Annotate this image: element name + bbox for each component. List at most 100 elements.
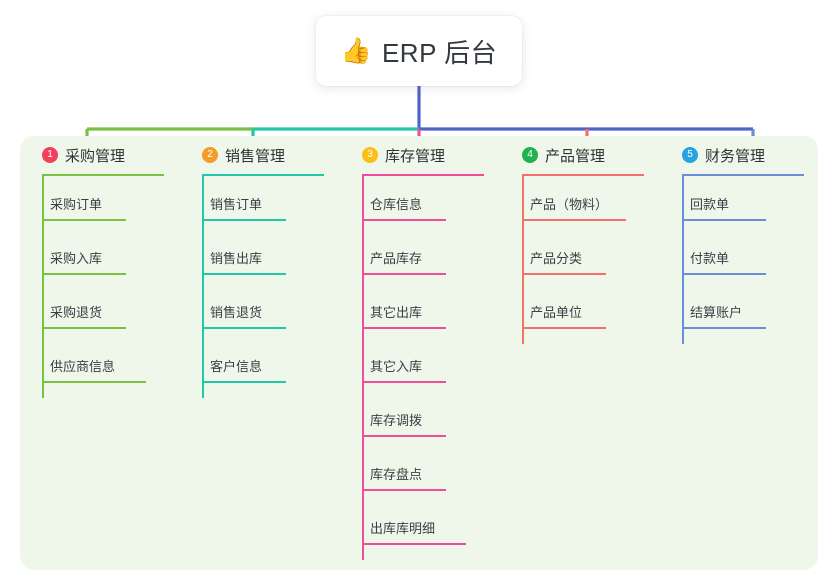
branch-item-label: 付款单 [690, 251, 730, 266]
branch-item-rule [362, 219, 446, 221]
branch-item-list: 仓库信息产品库存其它出库其它入库库存调拨库存盘点出库库明细 [340, 174, 500, 552]
branch-item-rule [202, 381, 286, 383]
branch-item[interactable]: 产品单位 [500, 282, 660, 336]
branch-item-label: 供应商信息 [50, 359, 116, 374]
branch-number-badge-3: 3 [362, 147, 378, 163]
branch-item-rule [522, 327, 606, 329]
branch-item-label: 产品分类 [530, 251, 583, 266]
branch-item-rule [682, 273, 766, 275]
branches-panel [20, 136, 818, 570]
branch-item-rule [362, 489, 446, 491]
branch-spine-line [362, 174, 364, 560]
branch-item[interactable]: 回款单 [660, 174, 820, 228]
branch-item-rule [42, 327, 126, 329]
branch-header-label: 销售管理 [225, 147, 286, 165]
branch-number-badge-5: 5 [682, 147, 698, 163]
branch-header-3[interactable]: 3 库存管理 [340, 136, 500, 174]
branch-item-rule [42, 381, 146, 383]
branch-header-label: 采购管理 [65, 147, 126, 165]
branch-column-5: 5 财务管理回款单付款单结算账户 [660, 136, 820, 570]
branch-item-label: 客户信息 [210, 359, 263, 374]
branch-item-label: 销售订单 [210, 197, 263, 212]
branch-item[interactable]: 仓库信息 [340, 174, 500, 228]
branch-item-label: 产品单位 [530, 305, 583, 320]
branch-item-label: 产品库存 [370, 251, 423, 266]
branch-item-label: 结算账户 [690, 305, 743, 320]
branch-item[interactable]: 出库库明细 [340, 498, 500, 552]
branch-header-1[interactable]: 1 采购管理 [20, 136, 180, 174]
branch-item-list: 销售订单销售出库销售退货客户信息 [180, 174, 340, 390]
branch-item-rule [362, 381, 446, 383]
branch-item[interactable]: 采购订单 [20, 174, 180, 228]
branch-item-rule [522, 273, 606, 275]
branch-item-rule [682, 327, 766, 329]
branch-item-label: 仓库信息 [370, 197, 423, 212]
branch-item-rule [362, 543, 466, 545]
branch-item[interactable]: 库存调拨 [340, 390, 500, 444]
branch-header-label: 财务管理 [705, 147, 766, 165]
branch-item-rule [202, 273, 286, 275]
branch-spine-line [522, 174, 524, 344]
branch-item-label: 其它出库 [370, 305, 423, 320]
branch-item[interactable]: 供应商信息 [20, 336, 180, 390]
branch-item[interactable]: 采购入库 [20, 228, 180, 282]
branch-header-rule [202, 174, 324, 176]
branch-column-1: 1 采购管理采购订单采购入库采购退货供应商信息 [20, 136, 180, 570]
root-node-title: ERP 后台 [381, 37, 498, 68]
branch-item[interactable]: 产品库存 [340, 228, 500, 282]
branch-item-rule [42, 219, 126, 221]
branch-item[interactable]: 结算账户 [660, 282, 820, 336]
branch-item-rule [202, 327, 286, 329]
branch-header-5[interactable]: 5 财务管理 [660, 136, 820, 174]
thumbs-up-icon: 👍 [340, 36, 372, 65]
branch-header-rule [522, 174, 644, 176]
branch-item-rule [202, 219, 286, 221]
branch-number-badge-2: 2 [202, 147, 218, 163]
branch-item-label: 出库库明细 [370, 521, 436, 536]
branch-column-2: 2 销售管理销售订单销售出库销售退货客户信息 [180, 136, 340, 570]
branch-item[interactable]: 销售订单 [180, 174, 340, 228]
branch-item-rule [522, 219, 626, 221]
branch-item[interactable]: 库存盘点 [340, 444, 500, 498]
branch-item[interactable]: 产品分类 [500, 228, 660, 282]
branch-item-rule [362, 273, 446, 275]
branch-header-2[interactable]: 2 销售管理 [180, 136, 340, 174]
branch-item-label: 回款单 [690, 197, 730, 212]
branch-item[interactable]: 产品（物料） [500, 174, 660, 228]
branch-item-rule [362, 435, 446, 437]
branch-item[interactable]: 付款单 [660, 228, 820, 282]
branch-item-rule [42, 273, 126, 275]
branch-item-rule [682, 219, 766, 221]
branch-item-label: 库存调拨 [370, 413, 423, 428]
branch-spine-line [682, 174, 684, 344]
branch-item[interactable]: 其它入库 [340, 336, 500, 390]
branch-header-label: 库存管理 [385, 147, 446, 165]
branch-item[interactable]: 客户信息 [180, 336, 340, 390]
branch-item-label: 销售退货 [210, 305, 263, 320]
branch-item-label: 库存盘点 [370, 467, 423, 482]
branch-column-3: 3 库存管理仓库信息产品库存其它出库其它入库库存调拨库存盘点出库库明细 [340, 136, 500, 570]
branch-item-rule [362, 327, 446, 329]
branch-spine-line [202, 174, 204, 398]
root-node-card[interactable]: 👍 ERP 后台 [316, 16, 522, 86]
branch-item-label: 其它入库 [370, 359, 423, 374]
branch-item-list: 产品（物料） 产品分类产品单位 [500, 174, 660, 336]
branch-header-rule [682, 174, 804, 176]
branch-item[interactable]: 销售退货 [180, 282, 340, 336]
branch-item-label: 销售出库 [210, 251, 263, 266]
branch-spine-line [42, 174, 44, 398]
branch-header-rule [362, 174, 484, 176]
branch-item[interactable]: 采购退货 [20, 282, 180, 336]
branch-item-label: 采购入库 [50, 251, 103, 266]
branch-item-label: 产品（物料） [530, 197, 609, 212]
branch-number-badge-4: 4 [522, 147, 538, 163]
branch-item[interactable]: 销售出库 [180, 228, 340, 282]
branch-item-list: 采购订单采购入库采购退货供应商信息 [20, 174, 180, 390]
branch-columns: 1 采购管理采购订单采购入库采购退货供应商信息 2 销售管理销售订单销售出库销售退货客… [20, 136, 818, 570]
branch-number-badge-1: 1 [42, 147, 58, 163]
branch-item-list: 回款单付款单结算账户 [660, 174, 820, 336]
branch-item[interactable]: 其它出库 [340, 282, 500, 336]
